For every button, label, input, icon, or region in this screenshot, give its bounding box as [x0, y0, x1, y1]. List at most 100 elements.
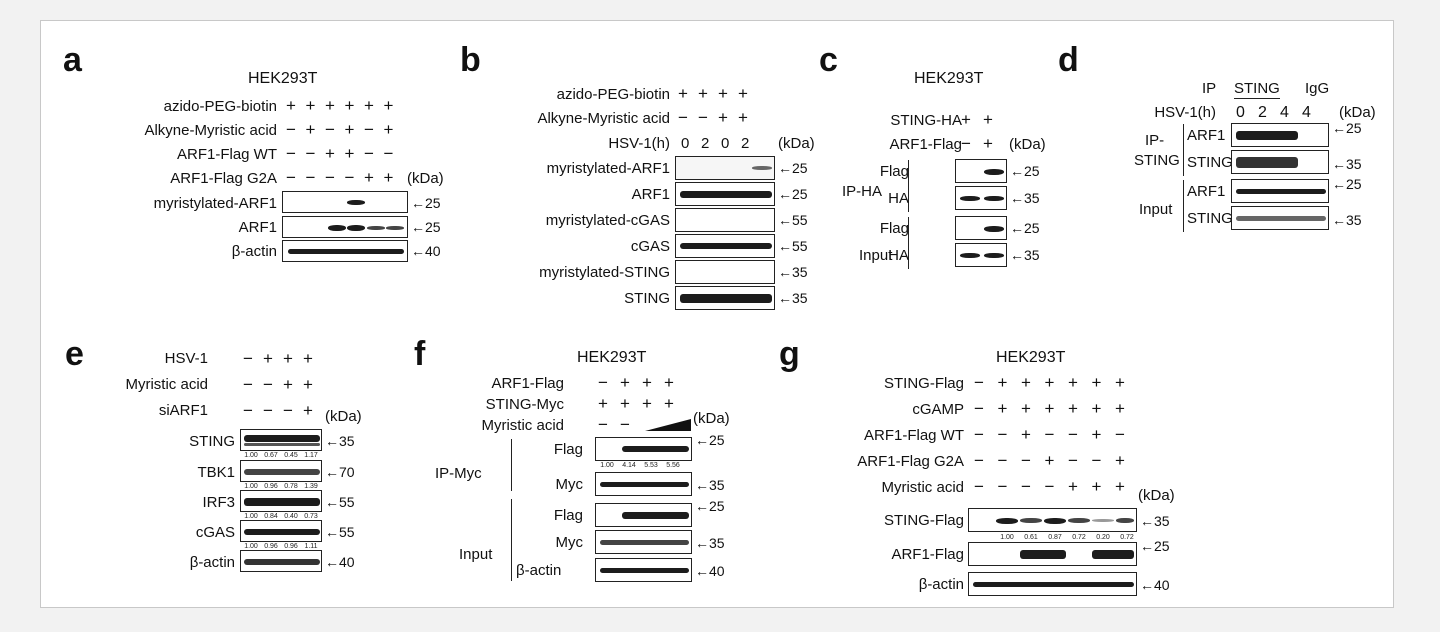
- blot-arf1-flag: [968, 542, 1137, 566]
- band: [1092, 519, 1114, 522]
- blot-label: STING-Flag: [883, 512, 964, 529]
- kda-marker: ←35: [778, 290, 808, 306]
- blot-label: myristylated-ARF1: [153, 195, 277, 212]
- treatment-sign: −: [678, 108, 688, 127]
- band: [244, 498, 320, 506]
- kda-marker: ←55: [778, 212, 808, 228]
- quant-value: 1.00: [244, 452, 258, 459]
- treatment-sign: +: [642, 394, 652, 413]
- quant-value: 0.61: [1024, 534, 1038, 541]
- blot-irf3: [240, 490, 322, 512]
- row-label: azido-PEG-biotin: [556, 86, 670, 103]
- blot-label: ARF1: [238, 219, 277, 236]
- row-label: siARF1: [158, 402, 208, 419]
- band: [680, 191, 772, 198]
- quant-value: 0.67: [264, 452, 278, 459]
- panel-letter: e: [65, 335, 84, 373]
- treatment-sign: −: [305, 144, 316, 163]
- quant-value: 0.45: [284, 452, 298, 459]
- quant-value: 1.00: [244, 483, 258, 490]
- blot-label: Flag: [553, 507, 583, 524]
- blot-label: myristylated-ARF1: [546, 160, 670, 177]
- group-bracket: [1183, 180, 1184, 232]
- treatment-sign: +: [303, 401, 313, 420]
- treatment-sign: +: [1115, 451, 1125, 470]
- band: [984, 253, 1004, 258]
- group-label: Input: [859, 247, 893, 264]
- row-label: ARF1-Flag G2A: [170, 170, 277, 187]
- row-label: ARF1-Flag G2A: [857, 453, 964, 470]
- band: [288, 249, 404, 254]
- kda-label: (kDa): [778, 135, 815, 152]
- quant-value: 0.73: [304, 513, 318, 520]
- treatment-sign: +: [961, 110, 971, 129]
- blot-label: STING: [624, 290, 670, 307]
- treatment-sign: +: [286, 96, 296, 115]
- time-point: 4: [1280, 104, 1289, 121]
- quant-value: 0.72: [1072, 534, 1086, 541]
- treatment-sign: +: [263, 349, 273, 368]
- band: [622, 512, 689, 519]
- treatment-sign: −: [286, 168, 296, 187]
- myristic-acid-gradient: [645, 419, 691, 431]
- kda-label: (kDa): [693, 410, 730, 427]
- row-label: HSV-1: [164, 350, 208, 367]
- quant-value: 0.96: [264, 483, 278, 490]
- blot-label: IRF3: [202, 494, 235, 511]
- treatment-sign: +: [1068, 399, 1078, 418]
- blot-label: β-actin: [231, 243, 277, 260]
- treatment-sign: +: [303, 349, 313, 368]
- panel-letter: b: [460, 41, 481, 79]
- treatment-sign: +: [1021, 399, 1031, 418]
- treatment-sign: +: [678, 84, 688, 103]
- treatment-sign: +: [1091, 373, 1102, 392]
- treatment-sign: +: [738, 84, 748, 103]
- cell-line-title: HEK293T: [248, 70, 318, 87]
- treatment-sign: +: [664, 394, 674, 413]
- treatment-sign: +: [1044, 451, 1055, 470]
- treatment-sign: +: [383, 168, 394, 187]
- blot-input-flag: [595, 503, 692, 527]
- band: [600, 568, 689, 573]
- kda-marker: ←35: [1010, 190, 1040, 206]
- treatment-sign: −: [974, 451, 984, 470]
- treatment-sign: +: [698, 84, 708, 103]
- band: [1236, 131, 1298, 140]
- quant-value: 1.11: [304, 543, 318, 550]
- treatment-sign: −: [344, 168, 355, 187]
- blot-sting-flag: [968, 508, 1137, 532]
- treatment-sign: +: [325, 144, 335, 163]
- blot-ip-flag: [595, 437, 692, 461]
- treatment-sign: −: [1068, 425, 1078, 444]
- quant-value: 5.56: [666, 462, 680, 469]
- quant-value: 0.40: [284, 513, 298, 520]
- band: [600, 540, 689, 545]
- group-label: Input: [1139, 201, 1173, 218]
- quant-value: 1.00: [600, 462, 614, 469]
- blot-label: Flag: [879, 220, 909, 237]
- blot-arf1: [282, 216, 408, 238]
- blot-beta-actin: [595, 558, 692, 582]
- time-point: 2: [701, 135, 710, 152]
- panel-letter: d: [1058, 41, 1079, 79]
- kda-marker: ←40: [1140, 577, 1170, 593]
- treatment-sign: −: [364, 144, 374, 163]
- treatment-sign: +: [1091, 425, 1102, 444]
- treatment-sign: −: [620, 415, 630, 434]
- blot-tbk1: [240, 460, 322, 482]
- group-bracket: [1183, 124, 1184, 176]
- treatment-sign: +: [738, 108, 748, 127]
- blot-sting: [675, 286, 775, 310]
- treatment-sign: +: [997, 373, 1008, 392]
- band: [1020, 550, 1066, 559]
- band: [244, 435, 320, 442]
- blot-input-flag: [955, 216, 1007, 240]
- kda-marker: ←40: [411, 243, 441, 259]
- band: [386, 226, 404, 230]
- time-label: HSV-1(h): [1154, 104, 1216, 121]
- treatment-sign: −: [997, 451, 1008, 470]
- treatment-sign: +: [383, 96, 394, 115]
- blot-label: cGAS: [195, 524, 235, 541]
- blot-ip-sting: [1231, 150, 1329, 174]
- band: [1068, 518, 1090, 523]
